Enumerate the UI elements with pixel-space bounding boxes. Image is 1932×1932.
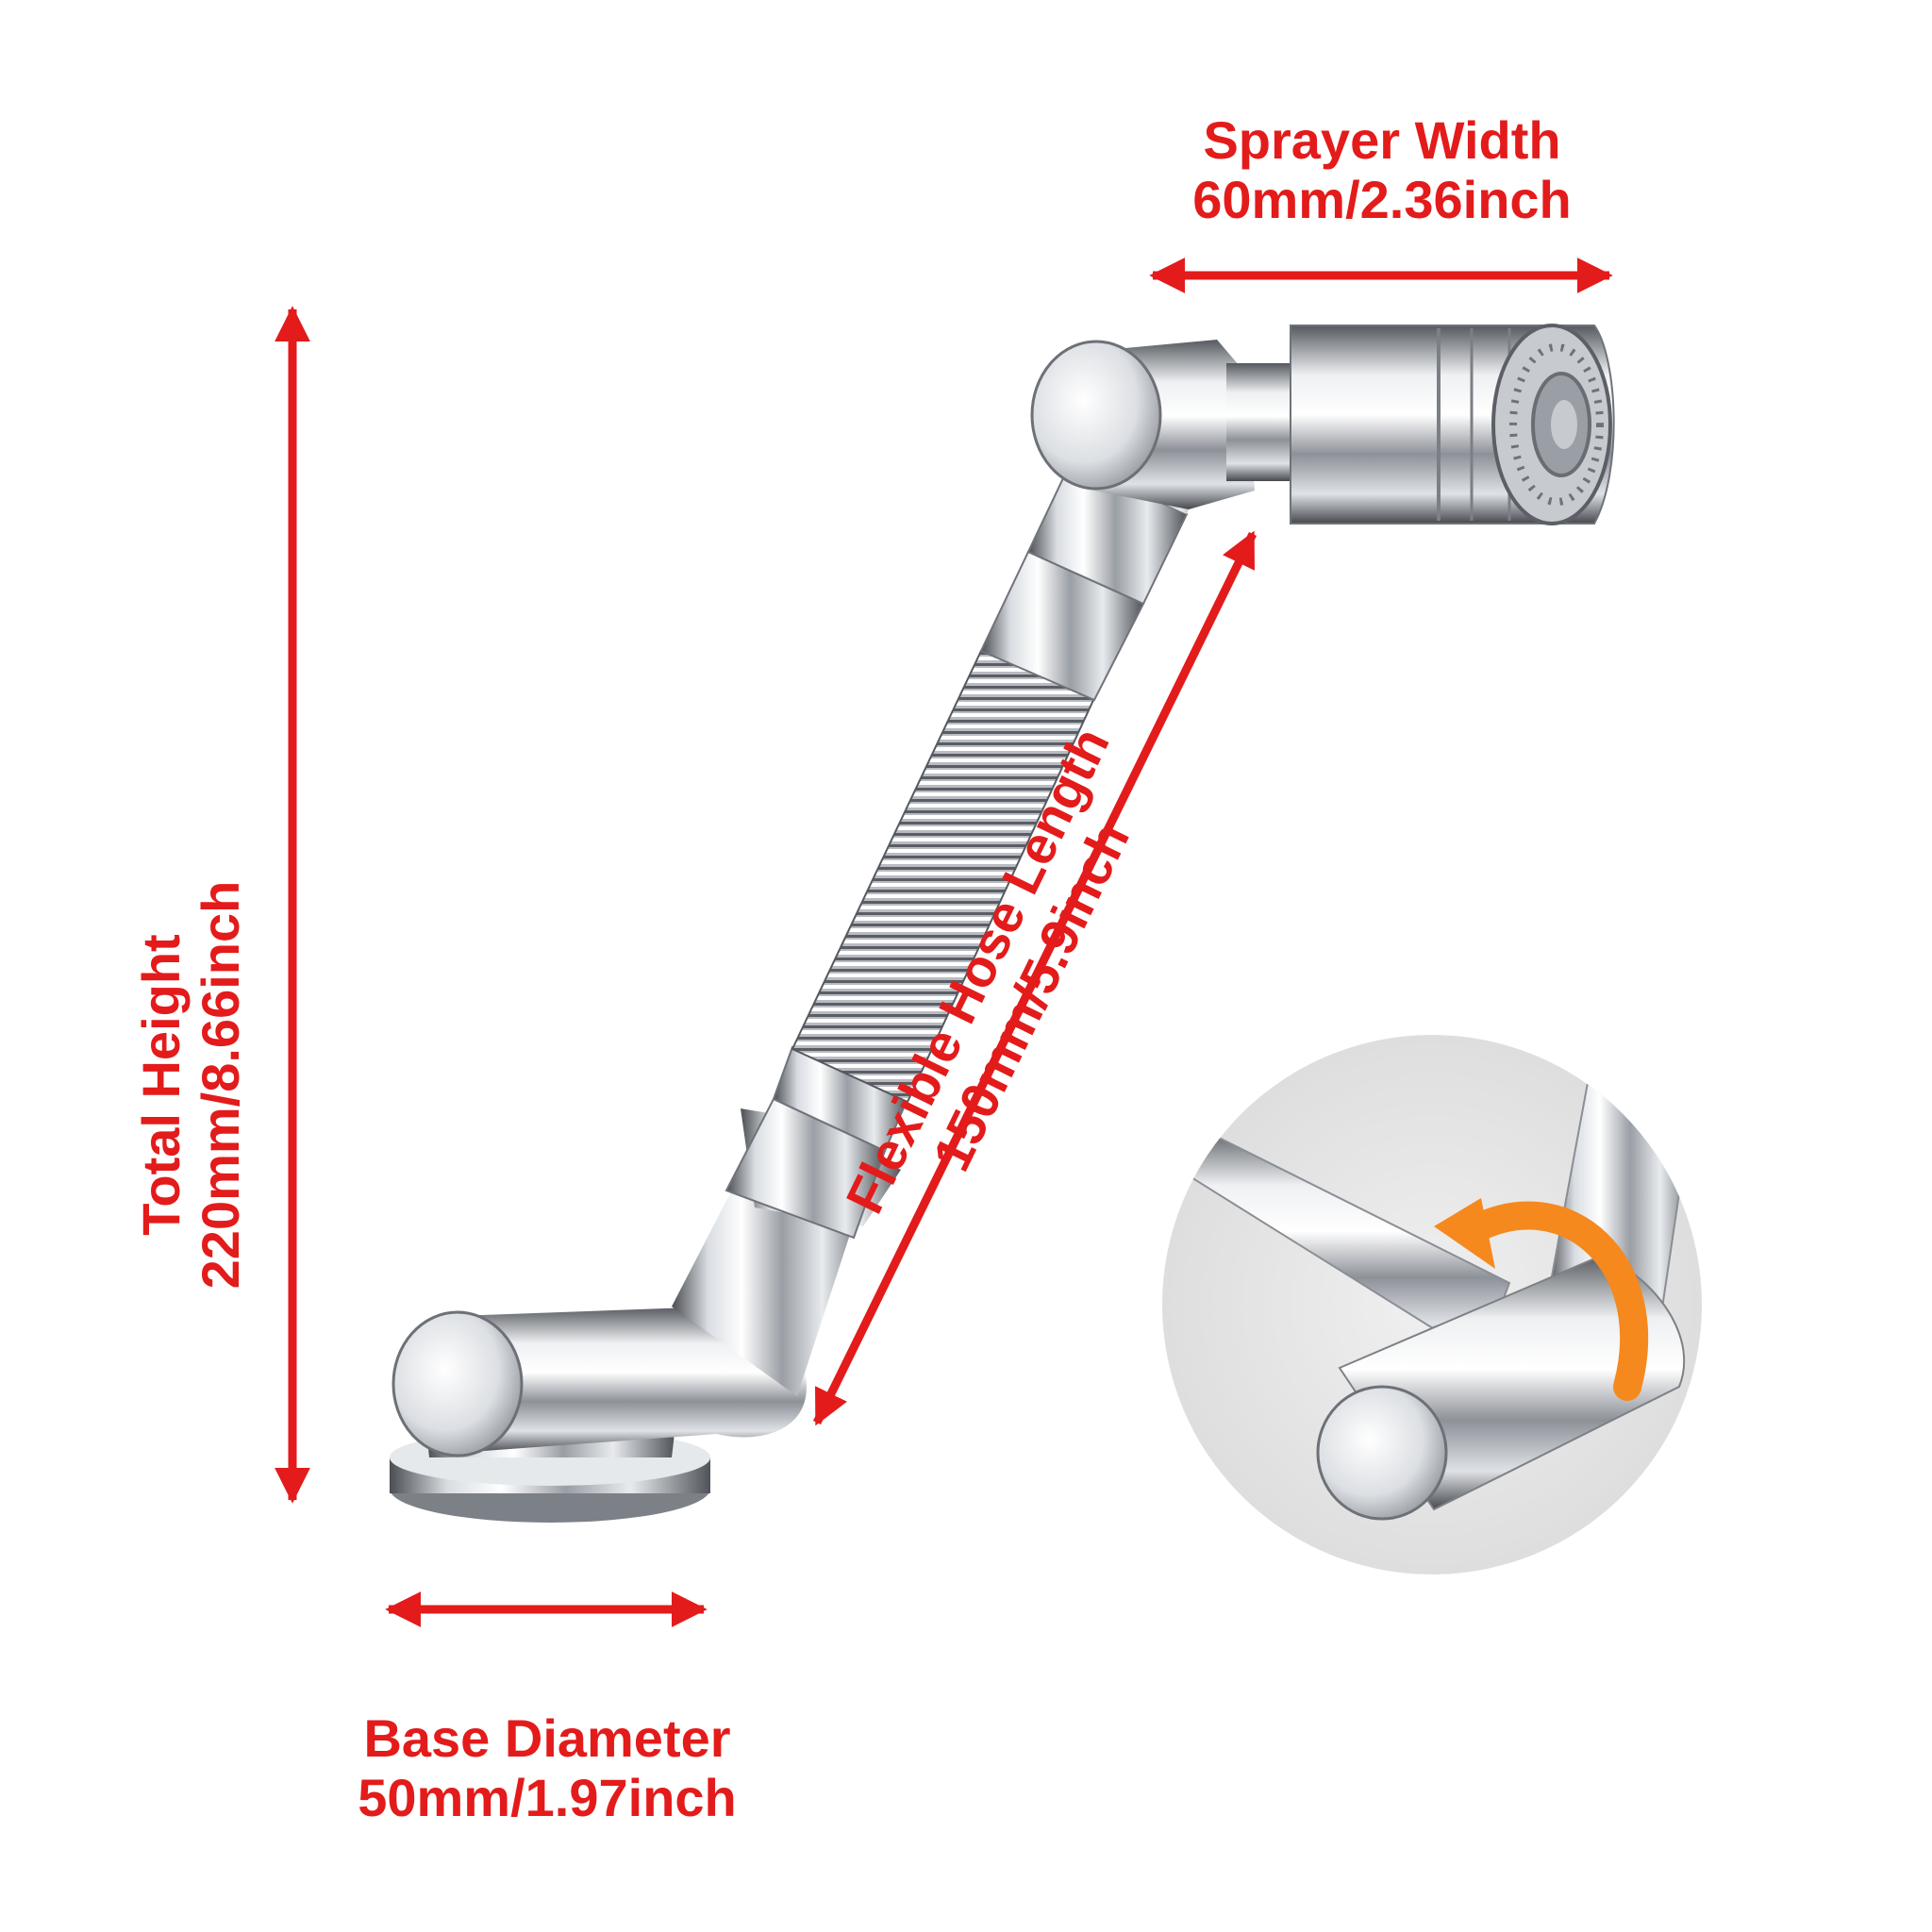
rotate-arrow-icon — [1434, 1198, 1649, 1401]
sprayer-width-value: 60mm/2.36inch — [1192, 169, 1572, 229]
total-height-label: Total Height 220mm/8.66inch — [131, 877, 250, 1292]
sprayer-width-title: Sprayer Width — [1203, 110, 1561, 170]
faucet — [390, 324, 1615, 1523]
rotation-detail-circle — [1162, 1035, 1702, 1574]
total-height-value: 220mm/8.66inch — [190, 880, 250, 1290]
base-diameter-label: Base Diameter 50mm/1.97inch — [316, 1708, 778, 1827]
total-height-title: Total Height — [131, 934, 191, 1236]
base-diameter-value: 50mm/1.97inch — [358, 1767, 737, 1827]
hose-length-arrow — [812, 530, 1257, 1426]
sprayer-width-label: Sprayer Width 60mm/2.36inch — [1127, 110, 1637, 229]
base-diameter-title: Base Diameter — [363, 1708, 731, 1768]
